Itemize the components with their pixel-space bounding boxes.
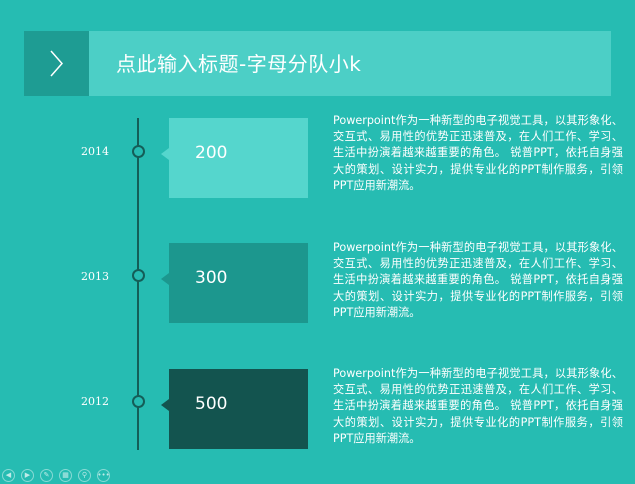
- chevron-right-icon: [50, 50, 63, 77]
- timeline-year: 2013: [81, 270, 109, 283]
- timeline-node: [132, 395, 145, 408]
- header-bar: [24, 31, 611, 96]
- timeline-year: 2014: [81, 145, 109, 158]
- header-arrow-box: [24, 31, 89, 96]
- timeline-value-box[interactable]: 200: [161, 118, 308, 198]
- timeline-line: [137, 118, 139, 450]
- timeline-node: [132, 145, 145, 158]
- slide-title[interactable]: 点此输入标题-字母分队小k: [116, 52, 362, 76]
- slides-grid-icon[interactable]: ▦: [59, 468, 72, 482]
- more-options-icon[interactable]: •••: [97, 468, 110, 482]
- timeline-value-box[interactable]: 300: [161, 243, 308, 323]
- timeline-description: Powerpoint作为一种新型的电子视觉工具，以其形象化、交互式、易用性的优势…: [333, 367, 623, 445]
- timeline-description: Powerpoint作为一种新型的电子视觉工具，以其形象化、交互式、易用性的优势…: [333, 114, 623, 192]
- timeline-node: [132, 269, 145, 282]
- next-slide-icon[interactable]: ▶: [21, 468, 34, 482]
- zoom-icon[interactable]: ⚲: [78, 468, 91, 482]
- prev-slide-icon[interactable]: ◀: [2, 468, 15, 482]
- timeline-description: Powerpoint作为一种新型的电子视觉工具，以其形象化、交互式、易用性的优势…: [333, 241, 623, 319]
- slideshow-controls: ◀ ▶ ✎ ▦ ⚲ •••: [2, 466, 110, 484]
- pen-icon[interactable]: ✎: [40, 468, 53, 482]
- timeline-year: 2012: [81, 395, 109, 408]
- timeline-value-box[interactable]: 500: [161, 369, 308, 449]
